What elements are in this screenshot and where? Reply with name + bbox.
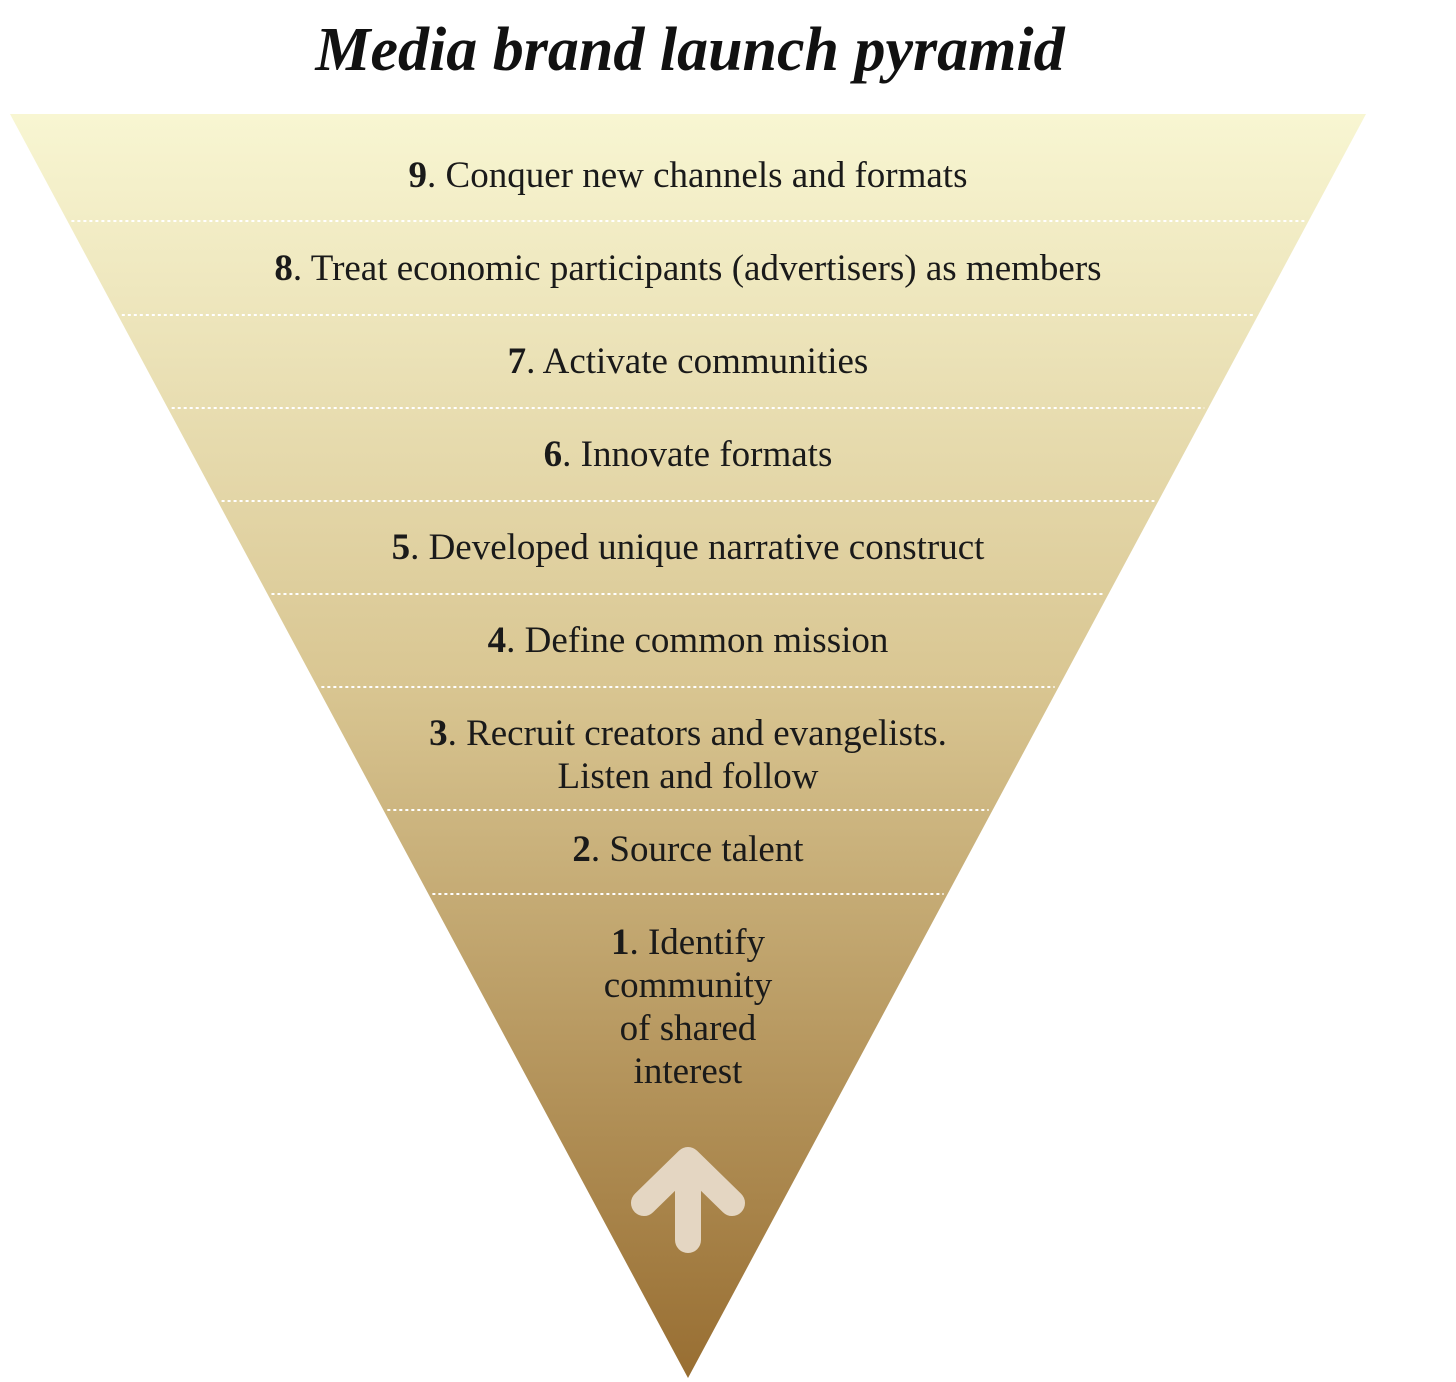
layer-2: 2. Source talent (572, 829, 804, 870)
layer-6: 6. Innovate formats (543, 434, 833, 475)
layer-8: 8. Treat economic participants (advertis… (274, 248, 1102, 289)
up-arrow-icon (631, 1147, 745, 1253)
layer-label: Define common mission (524, 620, 889, 661)
layer-label: community (603, 965, 773, 1006)
layer-number: 2 (572, 829, 591, 870)
layer-number: 5 (391, 527, 411, 568)
layer-number: 3 (429, 713, 448, 754)
layer-label: interest (633, 1051, 743, 1092)
layer-1: 1. Identify community of shared interest (0, 921, 1376, 1093)
layer-label: Treat economic participants (advertisers… (310, 248, 1102, 289)
pyramid-shape (10, 114, 1366, 1378)
layer-7: 7. Activate communities (507, 341, 869, 382)
layer-line: 3. Recruit creators and evangelists. (429, 713, 947, 754)
layer-number: 7 (507, 341, 527, 382)
layer-line: 1. Identify (610, 922, 766, 963)
layer-label: Activate communities (542, 341, 869, 382)
layer-9: 9. Conquer new channels and formats (408, 155, 968, 196)
layer-label: Listen and follow (557, 756, 819, 797)
layer-4: 4. Define common mission (487, 620, 889, 661)
layer-dividers (71, 220, 1305, 895)
layer-number: 9 (408, 155, 428, 196)
layer-number: 8 (274, 248, 293, 289)
layer-number: 6 (543, 434, 563, 475)
layer-label: Conquer new channels and formats (445, 155, 968, 196)
layer-3: 3. Recruit creators and evangelists. Lis… (0, 712, 1376, 798)
layer-number: 1 (610, 922, 630, 963)
layer-label: Source talent (609, 829, 804, 870)
diagram-title: Media brand launch pyramid (315, 16, 1065, 84)
layer-5: 5. Developed unique narrative construct (391, 527, 985, 568)
layer-label: Identify (647, 922, 766, 963)
layer-label: Developed unique narrative construct (428, 527, 985, 568)
layer-label: Recruit creators and evangelists. (466, 713, 947, 754)
layer-label: Innovate formats (580, 434, 833, 475)
layer-number: 4 (487, 620, 507, 661)
layer-label: of shared (619, 1008, 757, 1049)
